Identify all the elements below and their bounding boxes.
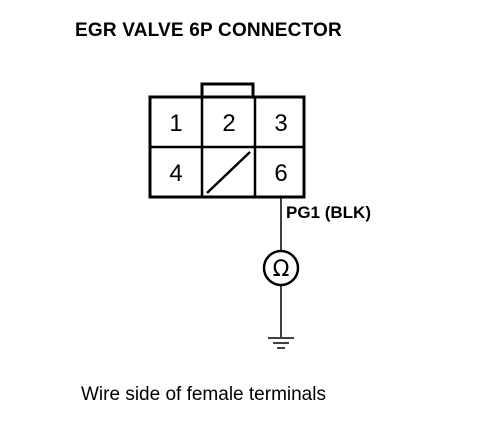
- empty-cavity-slash: [206, 151, 251, 194]
- ohm-symbol: Ω: [273, 257, 290, 282]
- connector-lock-tab: [200, 82, 255, 97]
- pin-6-label: 6: [274, 160, 287, 187]
- pin-3-label: 3: [274, 110, 287, 137]
- pin-2-label: 2: [222, 110, 235, 137]
- pin-4-label: 4: [169, 160, 182, 187]
- diagram-title: EGR VALVE 6P CONNECTOR: [75, 20, 342, 41]
- diagram-caption: Wire side of female terminals: [81, 384, 326, 405]
- pin-1-label: 1: [169, 110, 182, 137]
- ground-icon: [268, 337, 294, 349]
- wire-label: PG1 (BLK): [286, 203, 371, 222]
